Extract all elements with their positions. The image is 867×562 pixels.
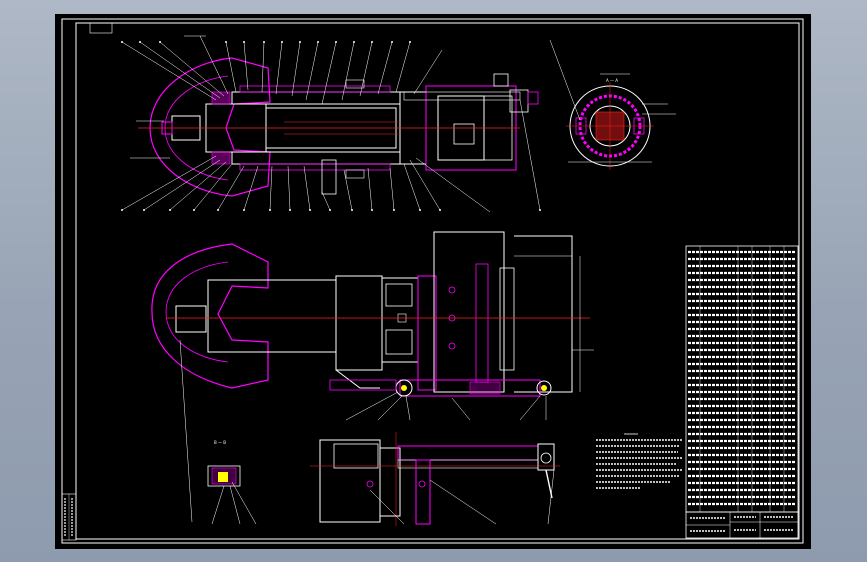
parts-list: [685, 245, 799, 513]
section-b-b: [207, 465, 257, 525]
revision-box: [61, 493, 77, 541]
section-a-a: [549, 39, 676, 170]
top-assembly: [138, 57, 539, 197]
technical-notes: [596, 433, 682, 489]
top-balloons: [121, 41, 541, 211]
bottom-assembly: [310, 432, 560, 526]
title-block: [685, 511, 799, 539]
corner-tag: [89, 22, 113, 34]
inner-frame: [75, 22, 800, 540]
middle-assembly: [151, 231, 594, 523]
middle-leader-lines: [345, 391, 547, 421]
detail-b-b-label: B — B: [214, 440, 226, 445]
section-a-a-label: A — A: [606, 78, 618, 83]
outer-frame: [61, 18, 804, 544]
top-leader-lines: [121, 35, 541, 213]
